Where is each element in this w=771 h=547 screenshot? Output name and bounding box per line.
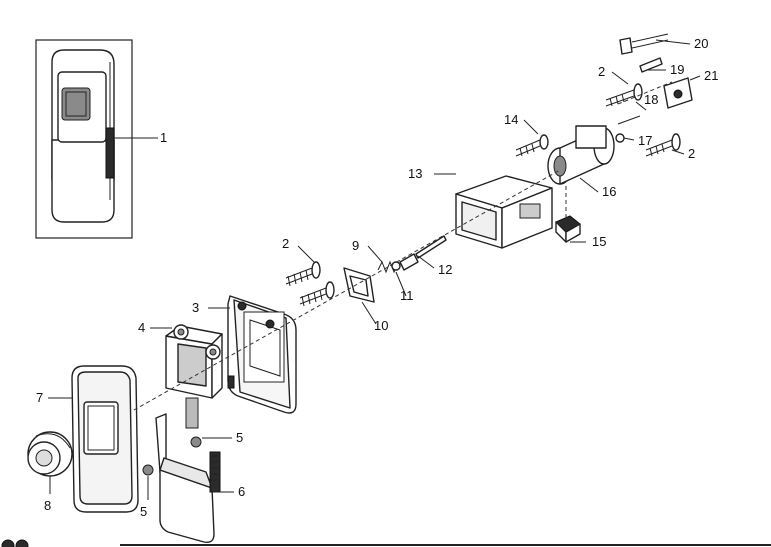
screw-part-2-left <box>285 245 335 307</box>
screw-part-14 <box>515 119 549 157</box>
callout-10: 10 <box>374 318 388 333</box>
callout-2: 2 <box>282 236 289 251</box>
callout-4: 4 <box>138 320 145 335</box>
callout-19: 19 <box>670 62 684 77</box>
callout-3: 3 <box>192 300 199 315</box>
washer-part-17 <box>615 133 635 143</box>
callout-17: 17 <box>638 133 652 148</box>
motor-housing-part-13 <box>434 173 553 249</box>
tube-part-20 <box>619 33 691 55</box>
callout-2: 2 <box>598 64 605 79</box>
screw-part-18 <box>617 101 647 125</box>
o-ring-part-11 <box>391 261 407 297</box>
callout-9: 9 <box>352 238 359 253</box>
callout-21: 21 <box>704 68 718 83</box>
gasket-part-10 <box>343 267 377 325</box>
spring-part-9 <box>367 245 399 274</box>
callout-5: 5 <box>140 504 147 519</box>
callout-12: 12 <box>438 262 452 277</box>
callout-8: 8 <box>44 498 51 513</box>
assembly-axis-lines <box>133 81 673 411</box>
valve-body-part-16 <box>547 125 615 193</box>
screw-part-2-right <box>605 71 685 157</box>
bracket-part-4 <box>150 324 223 429</box>
callout-20: 20 <box>694 36 708 51</box>
screw-part-5 <box>142 436 232 500</box>
back-plate-part-3 <box>208 295 297 414</box>
callout-7: 7 <box>36 390 43 405</box>
callout-1: 1 <box>160 130 167 145</box>
callout-16: 16 <box>602 184 616 199</box>
base-part-6 <box>155 413 234 544</box>
cap-part-15 <box>555 215 586 243</box>
callout-2: 2 <box>688 146 695 161</box>
assembled-view-inset <box>35 39 158 239</box>
callout-14: 14 <box>504 112 518 127</box>
callout-18: 18 <box>644 92 658 107</box>
callout-5: 5 <box>236 430 243 445</box>
callout-labels: 1 2 2 2 3 4 5 5 6 7 8 9 10 11 12 13 14 1… <box>36 36 718 519</box>
front-cover-part-7 <box>48 365 139 513</box>
knob-part-8 <box>27 431 73 494</box>
shaft-part-12 <box>399 235 447 271</box>
callout-13: 13 <box>408 166 422 181</box>
callout-6: 6 <box>238 484 245 499</box>
page-separator <box>1 539 771 547</box>
callout-11: 11 <box>400 288 414 303</box>
callout-15: 15 <box>592 234 606 249</box>
bracket-part-21 <box>663 75 701 109</box>
fitting-part-19 <box>639 57 666 73</box>
